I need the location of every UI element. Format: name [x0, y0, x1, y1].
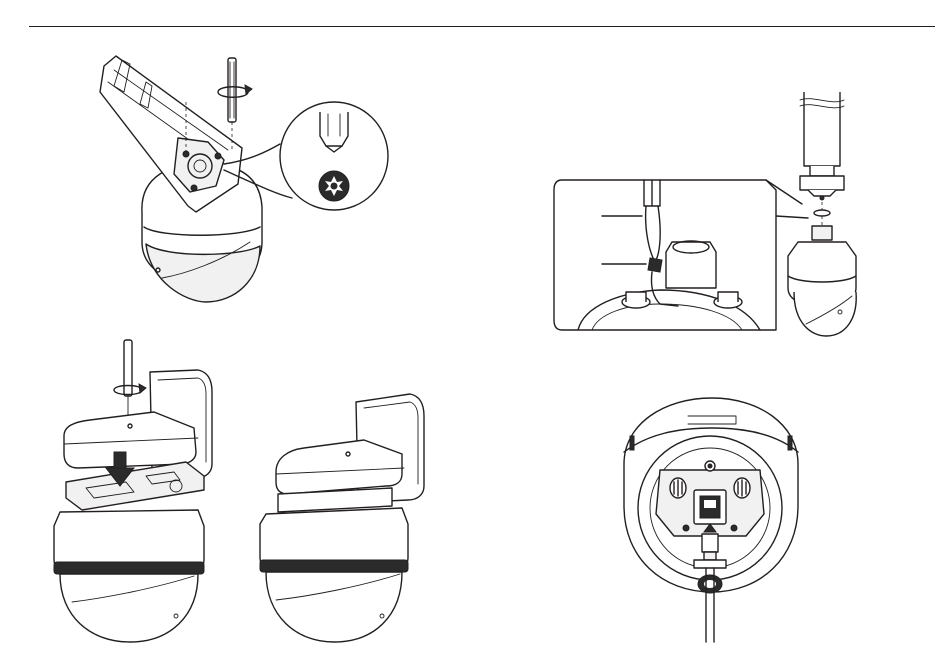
fig-wire-safety-cable	[550, 92, 875, 340]
camera-dome	[788, 226, 856, 336]
torx-screwdriver-icon	[228, 58, 236, 122]
fig-remove-plate-torx	[90, 52, 390, 314]
screwdriver-icon	[114, 340, 146, 420]
mount-pipe-icon	[800, 92, 844, 226]
fig-assemble-bracket	[46, 340, 232, 644]
torx-bit-icon	[280, 102, 388, 210]
fig-connect-cable-bottom-view	[618, 394, 804, 644]
page-header-rule	[29, 26, 935, 27]
fig-assembled-bracket	[252, 390, 436, 644]
safety-wire-icon	[554, 180, 808, 330]
